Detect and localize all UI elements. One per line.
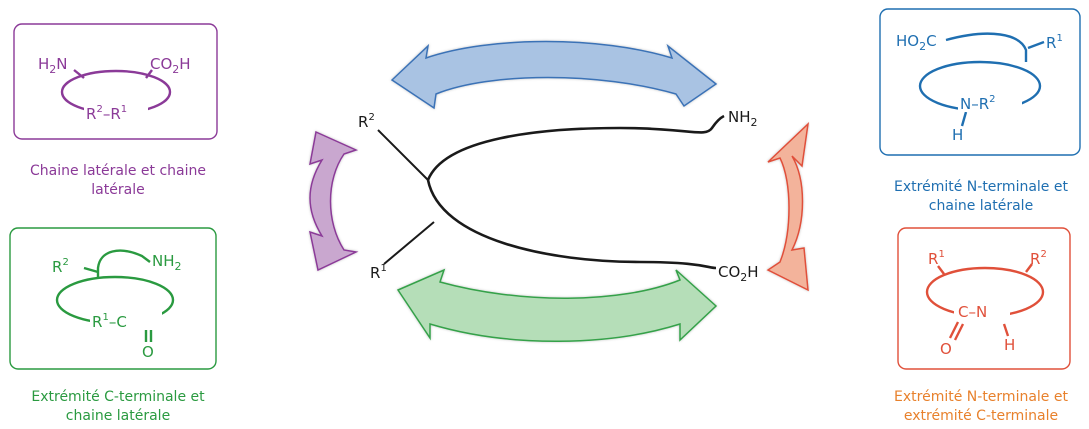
- center-co2h-label: CO2H: [718, 263, 759, 284]
- blue-r1-label: R1: [1046, 33, 1063, 52]
- caption-nterm-cterm: Extrémité N-terminale et extrémité C-ter…: [894, 389, 1068, 424]
- orange-o-label: O: [940, 340, 952, 358]
- green-r1-c-label: R1–C: [92, 312, 127, 331]
- green-r2-label: R2: [52, 257, 69, 276]
- orange-r2-label: R2: [1030, 249, 1047, 268]
- purple-structure-box: H2N CO2H R2–R1: [13, 23, 218, 140]
- purple-r2-r1-label: R2–R1: [86, 104, 127, 123]
- green-o-label: O: [142, 343, 154, 361]
- orange-structure-box: R1 R2 C–N O H: [897, 227, 1071, 370]
- orange-c-n-label: C–N: [958, 303, 987, 321]
- blue-n-r2-label: N–R2: [960, 94, 996, 113]
- purple-double-arrow: [308, 130, 359, 272]
- caption-cterm-sidechain: Extrémité C-terminale et chaine latérale: [31, 389, 205, 424]
- orange-double-arrow: [766, 121, 810, 292]
- purple-co2h-label: CO2H: [150, 55, 191, 76]
- center-r1-label: R1: [370, 263, 387, 282]
- blue-double-arrow: [390, 40, 718, 110]
- orange-h-label: H: [1004, 336, 1015, 354]
- linear-peptide: [377, 114, 725, 270]
- center-nh2-label: NH2: [728, 108, 758, 129]
- r2-bond: [377, 129, 429, 181]
- caption-sidechain-sidechain: Chaine latérale et chaine latérale: [30, 163, 206, 198]
- purple-h2n-label: H2N: [38, 55, 68, 76]
- green-nh2-label: NH2: [152, 252, 182, 273]
- orange-r1-label: R1: [928, 249, 945, 268]
- blue-ho2c-label: HO2C: [896, 32, 937, 53]
- green-double-arrow: [396, 268, 718, 342]
- center-r2-label: R2: [358, 112, 375, 131]
- caption-nterm-sidechain: Extrémité N-terminale et chaine latérale: [894, 179, 1068, 214]
- peptide-upper-chain: [426, 114, 725, 181]
- r1-bond: [383, 221, 435, 265]
- peptide-lower-chain: [426, 179, 717, 270]
- blue-h-label: H: [952, 126, 963, 144]
- blue-structure-box: HO2C R1 N–R2 H: [879, 8, 1081, 156]
- green-structure-box: R2 NH2 R1–C O: [9, 227, 217, 370]
